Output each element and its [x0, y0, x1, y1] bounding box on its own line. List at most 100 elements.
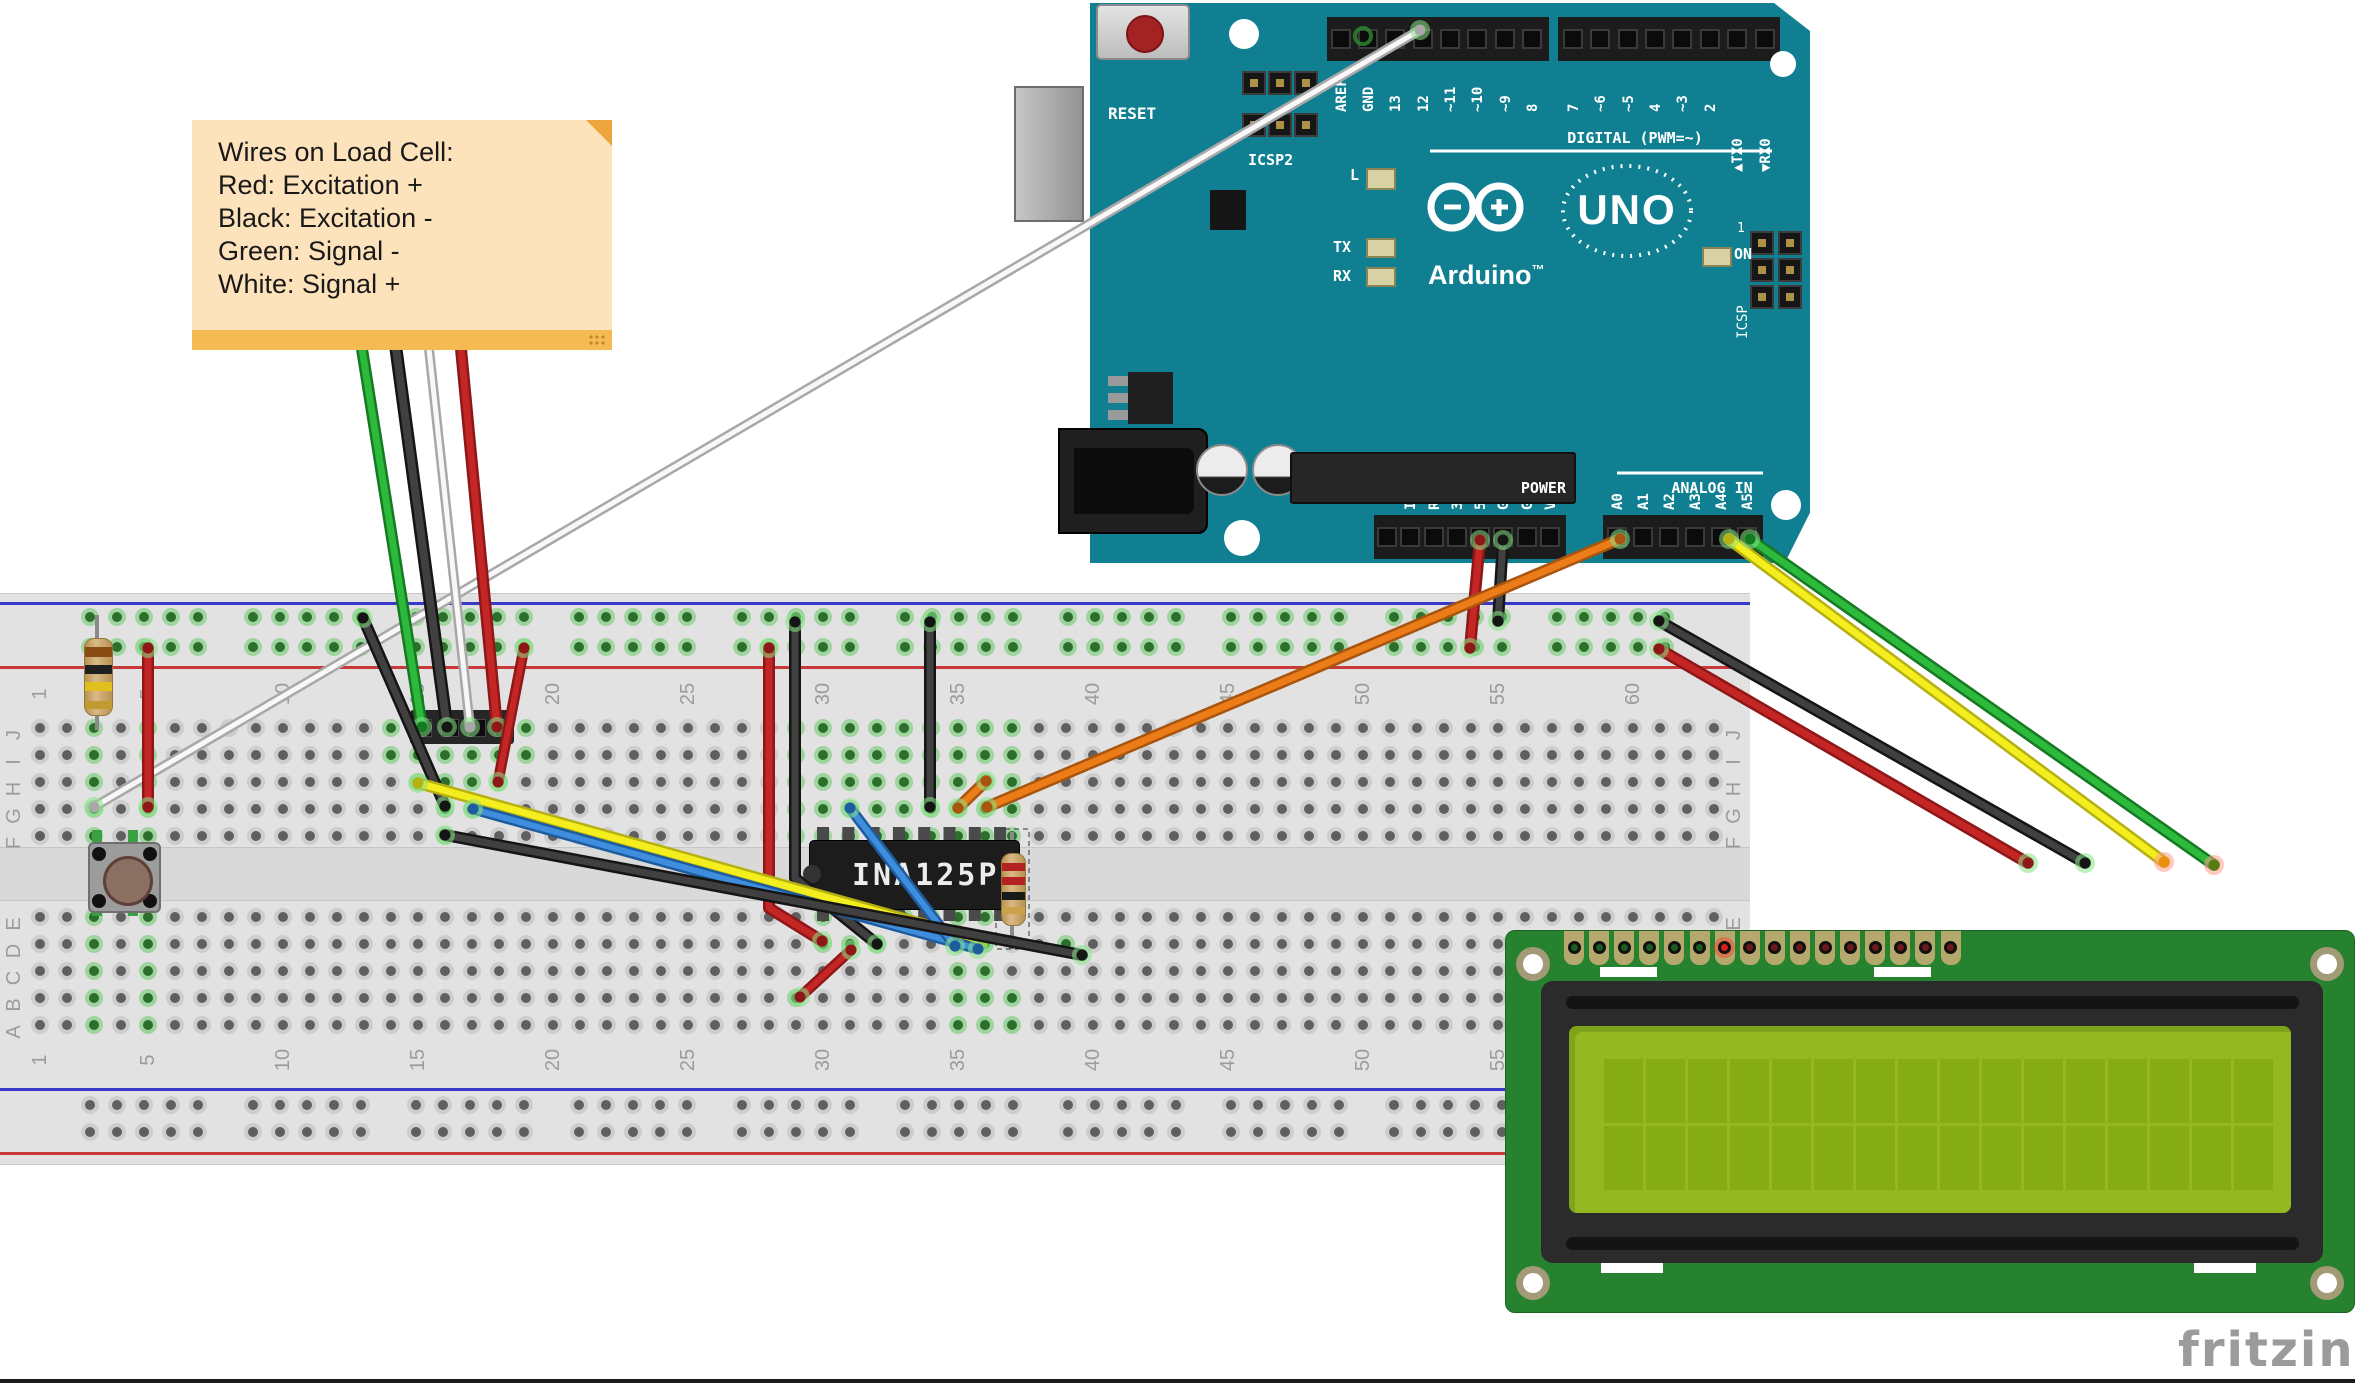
lcd-character-cell — [1604, 1059, 1643, 1123]
lcd-character-cell — [1604, 1126, 1643, 1190]
led-tx — [1366, 238, 1396, 258]
lcd-character-cell — [2066, 1059, 2105, 1123]
lcd-pin-hole — [1617, 941, 1631, 954]
note-line: Green: Signal - — [218, 236, 400, 266]
crystal — [1210, 190, 1246, 230]
lcd-character-cell — [2234, 1126, 2273, 1190]
lcd-character-cell — [1688, 1126, 1727, 1190]
lcd-pin[interactable] — [1840, 931, 1861, 965]
icsp2-label: ICSP2 — [1248, 151, 1294, 169]
reset-button-cap[interactable] — [1126, 15, 1164, 53]
wire-tip-glow — [2018, 853, 2038, 873]
lcd-pin[interactable] — [1689, 931, 1710, 965]
lcd-screen — [1569, 1026, 2291, 1213]
power-caption: POWER — [1520, 479, 1566, 497]
resistor-10k[interactable] — [84, 638, 113, 716]
lcd-character-cell — [1898, 1059, 1937, 1123]
lcd-pin[interactable] — [1639, 931, 1660, 965]
note-bottom-bar[interactable] — [192, 330, 612, 350]
rail-line-blue-bottom — [0, 1088, 1750, 1091]
lcd-character-cell — [2150, 1059, 2189, 1123]
wire-a5-green[interactable] — [1740, 529, 2224, 875]
lcd-character-cell — [1898, 1126, 1937, 1190]
lcd-pin-hole — [1693, 941, 1706, 954]
lcd-pin[interactable] — [1865, 931, 1886, 965]
reset-button[interactable] — [1096, 4, 1190, 60]
lcd-pin-hole — [1818, 941, 1832, 954]
lcd-pin[interactable] — [1564, 931, 1584, 965]
pushbutton-cap[interactable] — [102, 855, 153, 906]
lcd-character-cell — [1646, 1059, 1685, 1123]
power-jack — [1058, 428, 1208, 534]
rail-line-blue-top — [0, 602, 1750, 605]
digital-caption: DIGITAL (PWM=~) — [1567, 129, 1703, 147]
note-line: Red: Excitation + — [218, 170, 423, 200]
lcd-character-cell — [1772, 1059, 1811, 1123]
lcd-pin[interactable] — [1714, 931, 1735, 965]
note-resize-grip-icon[interactable] — [588, 334, 606, 346]
lcd-pin[interactable] — [1664, 931, 1685, 965]
lcd-character-cell — [1646, 1126, 1685, 1190]
led-on — [1702, 247, 1732, 267]
arduino-brand: Arduino™ — [1428, 260, 1545, 290]
loadcell-header[interactable] — [410, 710, 514, 744]
lcd-character-cell — [1730, 1059, 1769, 1123]
lcd-pin[interactable] — [1614, 931, 1635, 965]
rail-line-red-top — [0, 666, 1750, 669]
rail-line-red-bottom — [0, 1152, 1750, 1155]
note-line: White: Signal + — [218, 269, 401, 299]
analog-caption: ANALOG IN — [1671, 479, 1753, 497]
rx-label: RX — [1333, 267, 1352, 285]
lcd-character-cell — [2024, 1126, 2063, 1190]
ina125p-amplifier-chip[interactable]: INA125P — [803, 840, 1020, 910]
led-rx — [1366, 267, 1396, 287]
lcd-pin[interactable] — [1739, 931, 1760, 965]
capacitor-icon — [1196, 444, 1248, 496]
fritzing-watermark: fritzing — [2178, 1322, 2355, 1378]
lcd-pin-hole — [1642, 941, 1656, 954]
tx-label: TX — [1333, 238, 1352, 256]
lcd-character-cell — [1982, 1126, 2021, 1190]
note-line: Black: Excitation - — [218, 203, 433, 233]
mounting-hole-icon — [1516, 947, 1550, 981]
lcd-character-cell — [1814, 1059, 1853, 1123]
lcd-character-cell — [2108, 1126, 2147, 1190]
voltage-regulator — [1108, 372, 1173, 424]
note-line: Wires on Load Cell: — [218, 137, 454, 167]
lcd-16x2-display[interactable] — [1505, 930, 2355, 1313]
lcd-pin-hole — [1843, 941, 1857, 954]
wire-tip-glow — [2154, 852, 2174, 872]
sticky-note[interactable]: Wires on Load Cell:Red: Excitation +Blac… — [192, 120, 612, 350]
lcd-pin-hole — [1768, 941, 1782, 954]
mounting-hole-icon — [2310, 1266, 2344, 1300]
lcd-character-cell — [2192, 1126, 2231, 1190]
wire-tip — [2022, 857, 2034, 869]
note-fold-icon — [586, 120, 612, 146]
resistor-selected[interactable] — [1001, 853, 1026, 926]
pushbutton[interactable] — [88, 842, 161, 913]
lcd-pin[interactable] — [1915, 931, 1936, 965]
lcd-pin-hole — [1718, 941, 1732, 954]
lcd-pin[interactable] — [1890, 931, 1911, 965]
lcd-character-cell — [1856, 1059, 1895, 1123]
wire-tip-glow — [2075, 853, 2095, 873]
lcd-pin[interactable] — [1589, 931, 1610, 965]
lcd-pin[interactable] — [1940, 931, 1961, 965]
lcd-pin-hole — [1944, 941, 1957, 954]
ina125p-label: INA125P — [852, 858, 1000, 893]
lcd-pin[interactable] — [1789, 931, 1810, 965]
lcd-character-cell — [1772, 1126, 1811, 1190]
lcd-character-cell — [1814, 1126, 1853, 1190]
lcd-pin[interactable] — [1764, 931, 1785, 965]
wire-a4-yellow[interactable] — [1719, 529, 2174, 872]
lcd-character-cell — [1856, 1126, 1895, 1190]
uno-logo-text: UNO — [1577, 186, 1677, 233]
note-text: Wires on Load Cell:Red: Excitation +Blac… — [218, 136, 454, 301]
lcd-character-cell — [2234, 1059, 2273, 1123]
lcd-pin[interactable] — [1815, 931, 1835, 965]
lcd-pin-hole — [1793, 941, 1807, 954]
lcd-character-cell — [1940, 1059, 1979, 1123]
lcd-character-cell — [2066, 1126, 2105, 1190]
lcd-pin-hole — [1592, 941, 1606, 954]
